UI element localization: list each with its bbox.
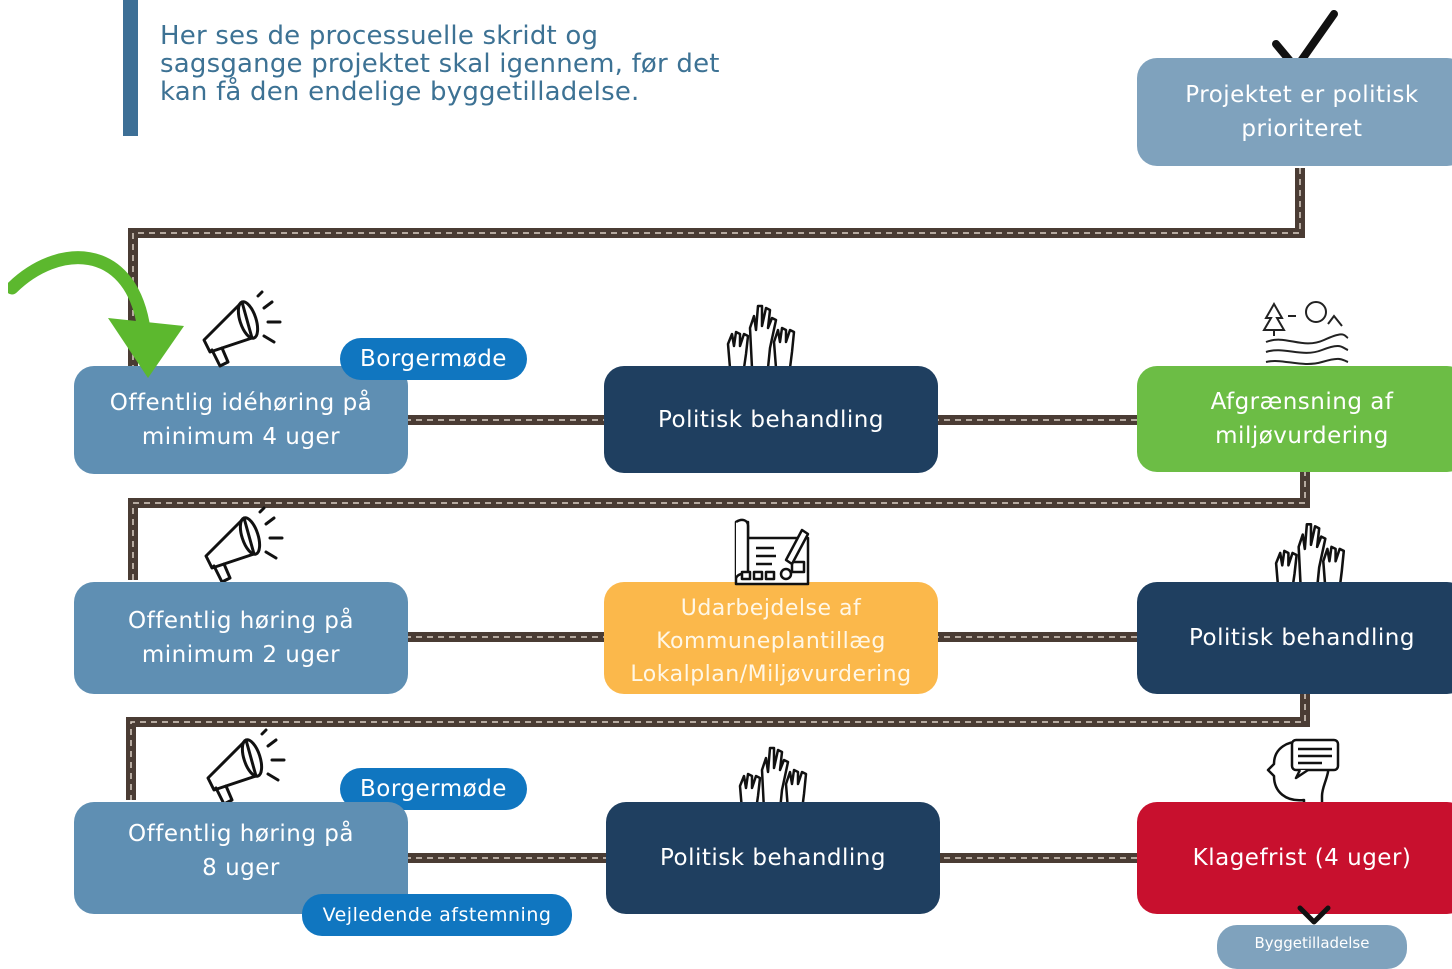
step-political-3-label: Politisk behandling <box>660 845 886 871</box>
step-prioritized-line-1: Projektet er politisk <box>1185 82 1419 108</box>
green-arrow-icon <box>8 251 184 378</box>
step-idea-hearing-line-2: minimum 4 uger <box>141 424 341 450</box>
step-complaint-deadline: Klagefrist (4 uger) <box>1137 802 1452 914</box>
step-political-1-label: Politisk behandling <box>658 406 884 433</box>
step-hearing-8-weeks-line-2: 8 uger <box>202 855 280 881</box>
step-political-2-label: Politisk behandling <box>1189 625 1415 651</box>
badge-citizen-meeting-1: Borgermøde <box>340 338 527 380</box>
step-env-scope-line-2: miljøvurdering <box>1215 423 1389 449</box>
step-hearing-2-weeks-line-1: Offentlig høring på <box>128 608 354 634</box>
step-political-3: Politisk behandling <box>606 802 940 914</box>
step-hearing-2-weeks-line-2: minimum 2 uger <box>141 642 341 668</box>
step-idea-hearing: Offentlig idéhøring på minimum 4 uger <box>74 366 408 474</box>
step-env-scope: Afgrænsning af miljøvurdering <box>1137 366 1452 472</box>
step-political-1: Politisk behandling <box>604 366 938 473</box>
step-building-permit: Byggetilladelse <box>1217 925 1407 969</box>
step-prioritized: Projektet er politisk prioriteret <box>1137 58 1452 166</box>
badge-advisory-vote: Vejledende afstemning <box>302 894 572 936</box>
landscape-icon <box>1262 301 1349 371</box>
step-env-scope-line-1: Afgrænsning af <box>1210 389 1394 415</box>
step-hearing-8-weeks-line-1: Offentlig høring på <box>128 821 354 847</box>
speech-head-icon <box>1266 738 1340 814</box>
step-drafting-line-1: Udarbejdelse af <box>680 595 862 621</box>
step-hearing-2-weeks: Offentlig høring på minimum 2 uger <box>74 582 408 694</box>
megaphone-icon <box>204 506 284 584</box>
megaphone-icon <box>202 290 282 368</box>
raised-hands-icon <box>1274 523 1346 589</box>
intro-line-1: Her ses de processuelle skridt og <box>160 21 599 51</box>
step-complaint-deadline-label: Klagefrist (4 uger) <box>1192 845 1412 871</box>
intro-line-3: kan få den endelige byggetilladelse. <box>160 77 640 107</box>
step-idea-hearing-line-1: Offentlig idéhøring på <box>109 390 373 416</box>
raised-hands-icon <box>738 746 808 811</box>
step-political-2: Politisk behandling <box>1137 582 1452 694</box>
badge-citizen-meeting-2: Borgermøde <box>340 768 527 810</box>
step-drafting: Udarbejdelse af Kommuneplantillæg Lokalp… <box>604 582 938 694</box>
step-drafting-line-2: Kommuneplantillæg <box>656 628 886 654</box>
megaphone-icon <box>206 728 286 806</box>
intro-line-2: sagsgange projektet skal igennem, før de… <box>160 49 720 79</box>
intro-text: Her ses de processuelle skridt og sagsga… <box>160 22 840 106</box>
intro-accent-bar <box>123 0 138 136</box>
step-drafting-line-3: Lokalplan/Miljøvurdering <box>630 661 912 687</box>
blueprint-icon <box>734 518 810 586</box>
step-building-permit-label: Byggetilladelse <box>1254 934 1370 952</box>
raised-hands-icon <box>726 304 796 369</box>
step-prioritized-line-2: prioriteret <box>1241 116 1363 142</box>
chevron-down-icon <box>1297 905 1331 925</box>
